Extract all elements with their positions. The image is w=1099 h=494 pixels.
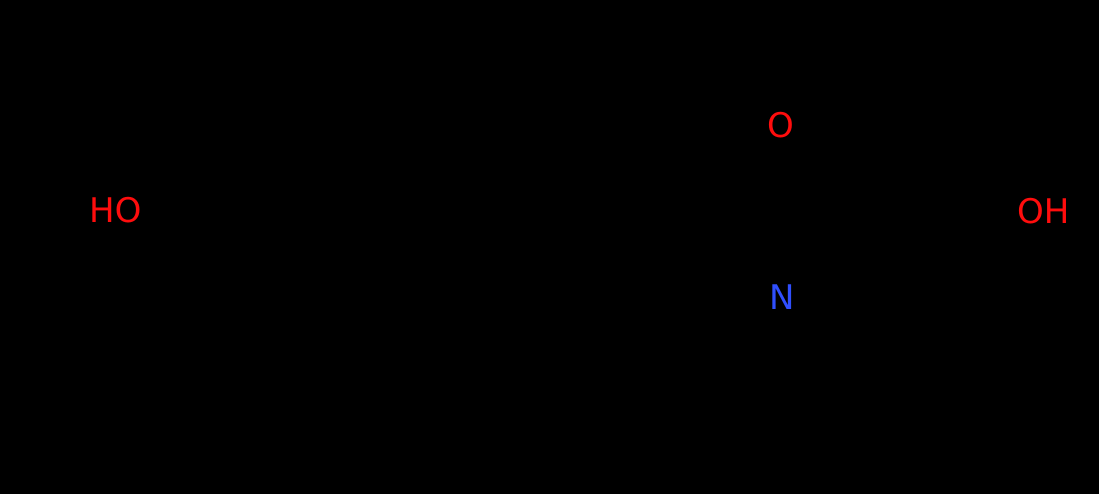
carbonyl-oxygen-label: O <box>767 106 794 146</box>
hydroxyl-label-right: OH <box>1017 192 1070 232</box>
hydroxyl-label-left: HO <box>89 191 142 231</box>
nitrogen-label: N <box>769 278 795 318</box>
